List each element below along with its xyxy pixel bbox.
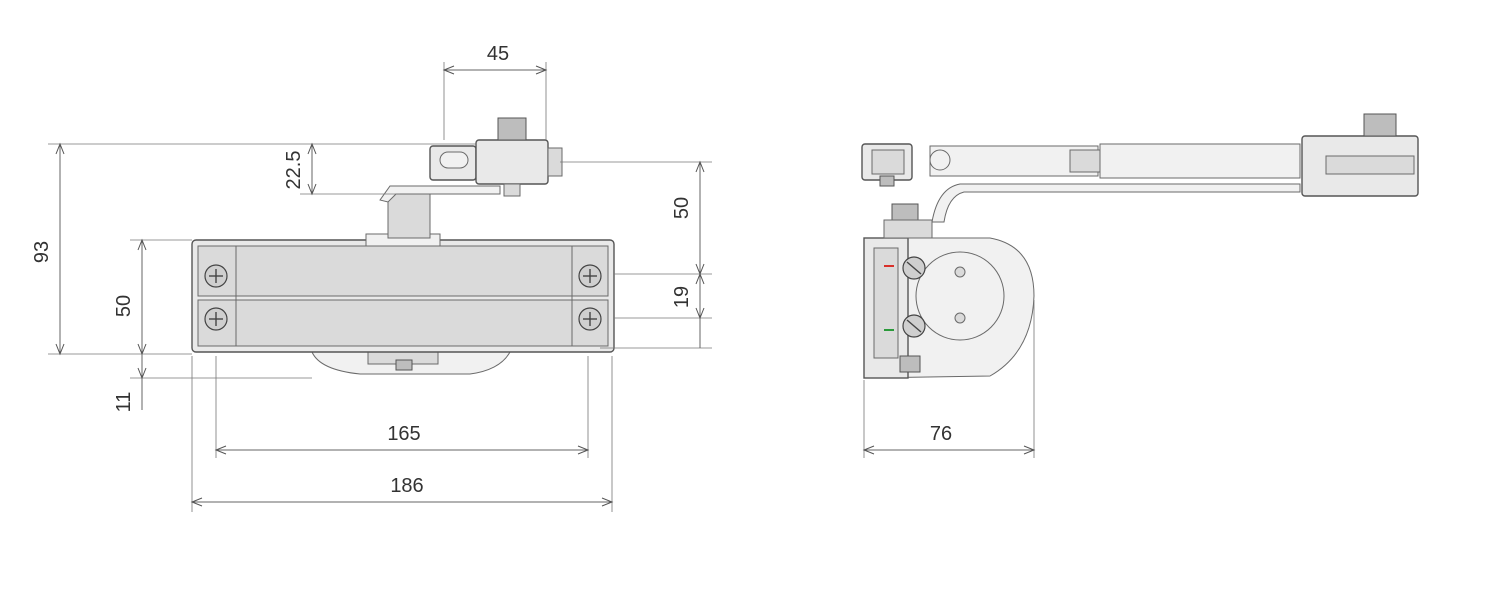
dim-bottom-offset: 11 <box>113 354 147 413</box>
side-valve-screw-upper <box>902 256 926 280</box>
dim-total-height-label: 93 <box>31 241 53 263</box>
front-body-lower-panel <box>197 299 609 347</box>
front-arm-head <box>475 139 549 185</box>
front-screw-top-left <box>204 264 228 288</box>
side-arm-clamp-inner <box>871 149 905 175</box>
side-view: 76 <box>861 113 1419 458</box>
front-arm-nut <box>497 117 527 141</box>
side-spindle-collar <box>883 219 933 239</box>
front-arm-pin <box>503 183 521 197</box>
dim-body-length-label: 186 <box>390 475 423 497</box>
front-view: 45 22.5 93 50 11 <box>31 43 712 512</box>
dim-arm-height: 22.5 <box>283 142 317 196</box>
front-screw-bottom-right <box>578 307 602 331</box>
side-valve-screw-lower <box>902 314 926 338</box>
side-body-channel <box>873 247 899 359</box>
side-rod-lower <box>1099 143 1301 179</box>
dim-arm-offset-label: 45 <box>487 43 509 65</box>
side-main-arm <box>931 183 1301 223</box>
dim-screw-spacing: 19 <box>671 272 705 348</box>
dim-screw-span: 165 <box>214 423 590 455</box>
front-arm-slot <box>439 151 469 169</box>
dim-arm-to-body-label: 50 <box>671 197 693 219</box>
dim-body-length: 186 <box>190 475 614 507</box>
front-bottom-nut <box>395 359 413 371</box>
side-arm-clamp-pin <box>879 175 895 187</box>
dim-arm-to-body: 50 <box>671 160 705 276</box>
dim-screw-spacing-label: 19 <box>671 286 693 308</box>
side-valve-hole-bottom <box>954 312 966 324</box>
side-valve-disc <box>915 251 1005 341</box>
dim-body-depth: 76 <box>862 423 1036 455</box>
front-arm-base <box>379 185 501 203</box>
front-arm-tip <box>547 147 563 177</box>
dim-total-height: 93 <box>31 142 65 356</box>
dim-bottom-offset-label: 11 <box>113 392 135 413</box>
dim-body-height: 50 <box>113 238 147 356</box>
front-screw-top-right <box>578 264 602 288</box>
dim-arm-height-label: 22.5 <box>283 151 305 190</box>
dim-body-depth-label: 76 <box>930 423 952 445</box>
side-bracket-inner <box>1325 155 1415 175</box>
side-bottom-nut <box>899 355 921 373</box>
dim-arm-offset: 45 <box>442 43 548 75</box>
front-spindle <box>387 189 431 239</box>
front-body-upper-panel <box>197 245 609 297</box>
side-spindle-nut <box>891 203 919 221</box>
side-rod-pivot <box>929 149 951 171</box>
side-valve-hole-top <box>954 266 966 278</box>
front-screw-bottom-left <box>204 307 228 331</box>
side-rod-coupler <box>1069 149 1101 173</box>
dim-body-height-label: 50 <box>113 295 135 317</box>
dim-screw-span-label: 165 <box>387 423 420 445</box>
side-bracket-nut <box>1363 113 1397 137</box>
